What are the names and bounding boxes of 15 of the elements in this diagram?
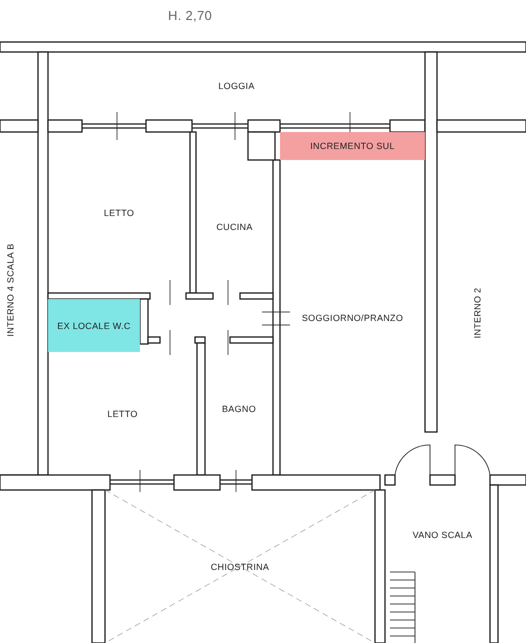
height-label: H. 2,70 — [168, 8, 212, 23]
highlighted-area — [280, 132, 425, 160]
neighbour-label: INTERNO 2 — [472, 288, 482, 338]
room-label: SOGGIORNO/PRANZO — [302, 312, 404, 322]
room-label: CHIOSTRINA — [210, 562, 270, 572]
room-label: LETTO — [107, 408, 138, 418]
room-label: BAGNO — [222, 404, 256, 414]
room-label: LETTO — [104, 208, 134, 218]
neighbour-label: INTERNO 4 SCALA B — [6, 243, 16, 337]
room-label: VANO SCALA — [412, 530, 472, 540]
room-label: CUCINA — [216, 222, 253, 232]
highlighted-area — [48, 299, 140, 352]
room-label: INCREMENTO SUL — [310, 141, 395, 151]
room-label: EX LOCALE W.C — [57, 320, 131, 330]
room-label: LOGGIA — [218, 81, 255, 91]
